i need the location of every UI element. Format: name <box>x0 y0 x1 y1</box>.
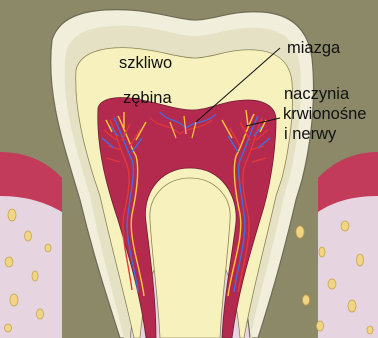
label-dentin: zębina <box>123 89 172 107</box>
label-pulp: miazga <box>287 39 341 57</box>
label-vessels-line1: naczynia <box>284 85 350 103</box>
dentin-core <box>150 178 230 338</box>
label-enamel: szkliwo <box>119 54 172 72</box>
label-vessels-line2: krwionośne <box>283 105 366 123</box>
jaw-bone-right <box>318 196 378 338</box>
label-vessels-line3: i nerwy <box>284 125 337 143</box>
